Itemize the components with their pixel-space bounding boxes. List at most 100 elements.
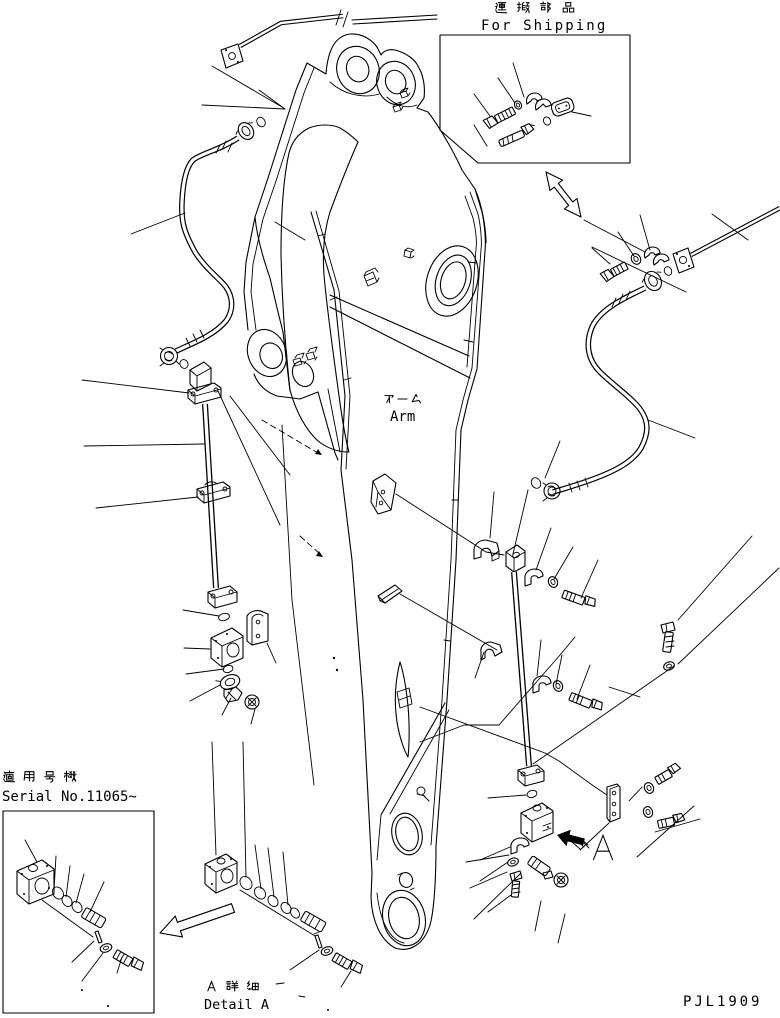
- valve-cluster-right-part-part: [666, 762, 682, 775]
- arm-body-part: [435, 188, 486, 847]
- arm-body-part: [377, 584, 403, 604]
- arm-body-part-part: [376, 60, 416, 106]
- arm-body-part: [280, 124, 359, 391]
- valve-cluster-right-part: [609, 785, 619, 823]
- label-arm-jp-part: [384, 395, 394, 404]
- detail-a-box-contents-part-part: [61, 894, 73, 908]
- label-shipping-jp-part-part: [525, 2, 530, 6]
- arm-body-part: [377, 588, 399, 604]
- right-hose-part: [530, 477, 542, 489]
- middle-grease-pipe-part-part: [572, 693, 584, 705]
- arm-body-part: [376, 709, 450, 861]
- arm-body-part-part: [434, 254, 472, 307]
- label-applicable-jp-part: [44, 771, 56, 783]
- shipping-box-contents-part-part: [520, 123, 535, 136]
- valve-cluster-right: [507, 762, 686, 898]
- arm-body-part: [292, 352, 307, 367]
- top-left-pipe-part: [220, 43, 244, 69]
- right-hose-part: [641, 270, 663, 292]
- right-hose-part: [552, 286, 649, 494]
- leader-lines-part: [130, 212, 186, 235]
- left-parts-cluster-part: [225, 688, 237, 701]
- detail-a-box-contents-part: [94, 930, 103, 944]
- label-shipping-jp: [495, 1, 575, 14]
- valve-cluster-center-part: [267, 894, 279, 908]
- middle-grease-pipe-part: [505, 551, 526, 573]
- top-left-pipe-part: [335, 9, 349, 28]
- left-grease-pipe-part: [222, 486, 228, 492]
- label-applicable-jp-part-part: [45, 771, 54, 776]
- text-labels: For Shipping Arm Serial No.11065~ Detail…: [2, 1, 759, 1013]
- label-applicable-jp-part-part: [71, 774, 76, 782]
- arm-body-part: [329, 81, 380, 97]
- label-applicable-jp-part: [23, 771, 35, 782]
- top-right-pipe-part: [676, 253, 678, 255]
- arm-body-part: [243, 62, 308, 293]
- valve-cluster-center-part: [331, 952, 364, 974]
- middle-grease-pipe-part-part: [555, 683, 561, 689]
- arm-body-part: [430, 191, 482, 846]
- left-hose-part: [159, 346, 179, 366]
- label-applicable-jp-part-part: [7, 775, 12, 779]
- valve-cluster-center-part-part: [352, 961, 358, 971]
- valve-cluster-center-part-part: [300, 910, 327, 933]
- label-arm-jp-part-part: [411, 393, 417, 403]
- label-arm-jp-part-part: [418, 399, 422, 404]
- arm-body-part: [250, 291, 257, 331]
- detail-a-box-contents-part-part: [81, 907, 107, 929]
- left-hose-part: [175, 136, 239, 353]
- middle-grease-pipe-part: [505, 544, 526, 573]
- detail-a-box-contents-part: [107, 1005, 109, 1007]
- leader-lines-part: [532, 535, 780, 765]
- shipping-box-contents-part-part: [555, 101, 571, 113]
- label-arm-en: Arm: [390, 409, 415, 425]
- leader-lines-part: [239, 889, 352, 988]
- left-grease-pipe-part: [228, 589, 234, 595]
- leader-lines-part: [479, 794, 566, 944]
- valve-cluster-right-part: [511, 883, 521, 894]
- valve-cluster-right-part-part: [672, 812, 686, 824]
- arm-body-part: [464, 195, 477, 368]
- right-vertical-bolt-part: [663, 661, 675, 671]
- arm-body-part: [378, 500, 384, 506]
- label-shipping-jp-part: [516, 1, 530, 14]
- middle-grease-pipe-part: [512, 551, 520, 559]
- arm-body-part: [392, 101, 404, 113]
- arm-body-part: [305, 346, 318, 361]
- detail-a-box-contents-part-part: [130, 956, 145, 971]
- label-applicable-jp-part-part: [3, 774, 6, 779]
- arm-body-part: [416, 786, 426, 796]
- arm-body-part-part: [291, 360, 315, 388]
- arm-body-part: [370, 845, 437, 950]
- label-shipping-en: For Shipping: [481, 18, 607, 34]
- valve-cluster-right-part-part: [530, 858, 542, 870]
- valve-cluster-center-part-part: [331, 952, 353, 970]
- shipping-box-contents-part-part: [565, 104, 568, 107]
- leader-lines-part: [201, 65, 286, 110]
- left-hose: [159, 116, 266, 369]
- label-detail-jp-part: [226, 980, 239, 992]
- detail-a-box-contents-part: [23, 893, 25, 895]
- left-parts-cluster-part: [246, 610, 269, 646]
- valve-cluster-right-part: [654, 762, 682, 785]
- arm-body-part: [403, 247, 415, 259]
- shipping-box-contents-part: [534, 98, 552, 111]
- arm-body-part: [254, 216, 291, 392]
- label-shipping-jp-part-part: [517, 1, 520, 13]
- arm-body-part: [250, 67, 315, 293]
- left-hose-part-part: [241, 125, 251, 137]
- valve-cluster-center: [204, 853, 364, 974]
- valve-cluster-right-part: [611, 801, 617, 807]
- valve-cluster-center-part-part: [320, 946, 334, 956]
- valve-cluster-right-part: [526, 832, 528, 834]
- left-parts-cluster-part-part: [224, 677, 236, 687]
- middle-grease-pipe-part-part: [593, 699, 598, 709]
- label-shipping-jp-part-part: [525, 7, 530, 13]
- valve-cluster-right-part: [509, 870, 523, 882]
- valve-cluster-right-part: [556, 875, 566, 885]
- middle-grease-pipe-part-part: [591, 698, 603, 711]
- arm-body-part-part: [425, 245, 479, 317]
- detail-a-box-contents-part-part: [52, 886, 64, 900]
- label-applicable-jp-part-part: [72, 771, 76, 774]
- valve-cluster-center-part: [209, 866, 211, 868]
